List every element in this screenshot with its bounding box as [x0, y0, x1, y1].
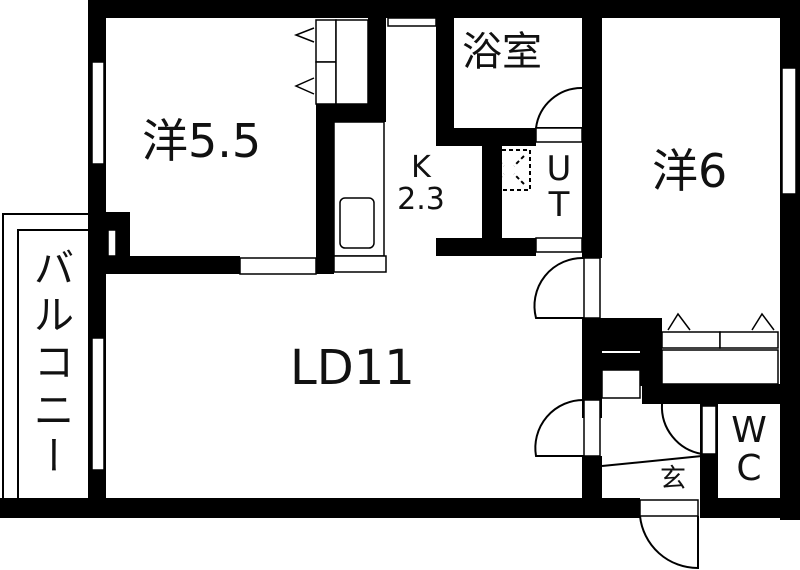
room-label-bathroom: 浴室: [462, 29, 542, 75]
hall-storage: [601, 351, 641, 399]
room-label-entrance: 玄: [660, 464, 687, 494]
room-label-toilet: W C: [724, 412, 774, 488]
room-label-kitchen: K 2.3: [392, 152, 450, 215]
balcony-char-5: ー: [27, 434, 74, 475]
kitchen-label-line1: K: [411, 150, 431, 185]
toilet-label-line1: W: [731, 410, 767, 451]
balcony-char-1: バ: [34, 246, 74, 292]
room-label-western-6: 洋6: [652, 144, 728, 198]
closet-door-markers-b: [667, 312, 775, 331]
utility-label-line2: T: [548, 184, 570, 225]
washing-machine: [487, 149, 531, 191]
room-label-utility: U T: [540, 149, 578, 225]
closet-room-b: [661, 331, 779, 385]
toilet-label-line2: C: [736, 447, 762, 489]
kitchen-label-line2: 2.3: [397, 181, 445, 217]
balcony-char-3: コ: [34, 340, 74, 387]
closet-room-a: [315, 19, 369, 105]
balcony-char-4: ニ: [34, 387, 74, 434]
windows: [91, 17, 797, 471]
kitchen-counter: [239, 121, 387, 275]
closet-door-markers-a: [293, 27, 315, 95]
room-label-balcony: バ ル コ ニ ー: [26, 246, 82, 475]
interior-walls: [106, 0, 782, 518]
doors: [533, 86, 717, 570]
balcony-char-2: ル: [34, 293, 74, 340]
utility-label-line1: U: [546, 149, 572, 189]
room-label-western-5-5: 洋5.5: [142, 114, 262, 168]
room-label-living-dining: LD11: [290, 340, 415, 396]
